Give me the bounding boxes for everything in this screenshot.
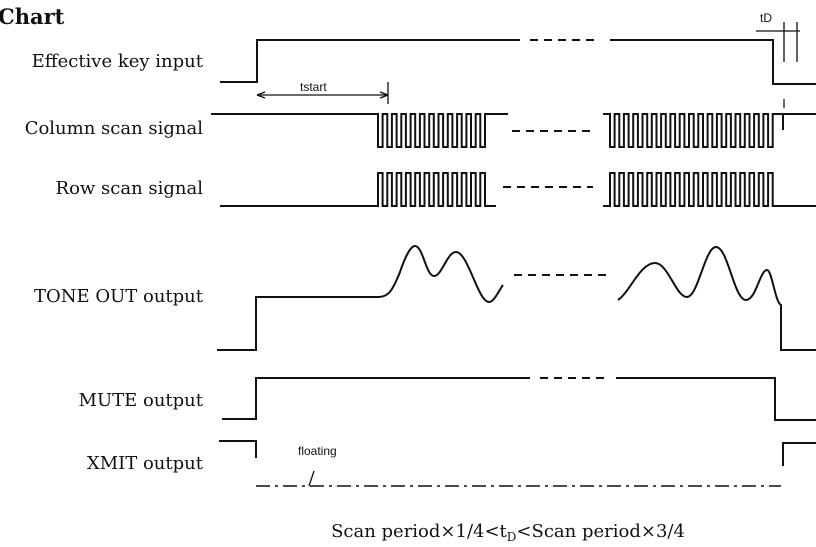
waveform-xmit-output: floating [219,440,816,487]
caption-part-1: Scan period×1/4<t [331,521,507,542]
label-effective-key-input: Effective key input [32,51,204,72]
label-mute-output: MUTE output [79,390,204,411]
waveform-mute-output [222,377,816,421]
td-dimension: tD [756,11,800,108]
label-row-scan-signal: Row scan signal [56,178,204,199]
waveform-tone-out-output [217,244,816,351]
label-xmit-output: XMIT output [87,453,204,474]
waveform-effective-key-input [220,39,816,85]
td-label: tD [760,11,772,25]
chart-title: Chart [0,4,65,29]
caption-part-2: <Scan period×3/4 [516,521,685,542]
floating-label: floating [298,444,337,458]
waveform-column-scan-signal [211,113,816,148]
label-column-scan-signal: Column scan signal [25,118,204,139]
waveform-row-scan-signal [220,172,816,207]
tstart-label: tstart [300,80,327,94]
label-tone-out-output: TONE OUT output [34,286,204,307]
caption-subscript: D [507,530,517,544]
timing-condition-caption: Scan period×1/4<tD<Scan period×3/4 [331,521,685,544]
tstart-dimension: tstart [256,80,389,104]
